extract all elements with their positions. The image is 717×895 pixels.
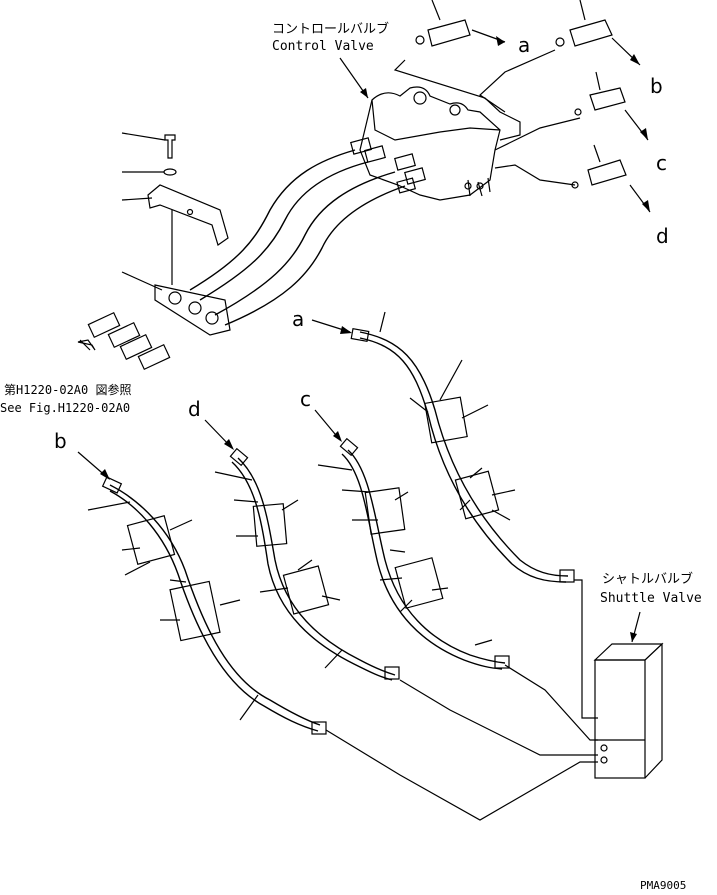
hose-label-d: d xyxy=(188,397,201,421)
reference-jp-label: 第H1220-02A0 図参照 xyxy=(4,382,131,397)
hose-label-b: b xyxy=(54,429,67,453)
port-routing-lines xyxy=(393,49,581,186)
clamp-leaders xyxy=(121,132,166,291)
shuttle-connection-lines xyxy=(325,579,598,821)
clamp-assembly xyxy=(147,134,231,336)
drawing-code: PMA9005 xyxy=(640,879,686,892)
control-valve-en-label: Control Valve xyxy=(272,39,374,54)
port-label-c: c xyxy=(656,151,667,175)
shuttle-valve-jp-label: シャトルバルブ xyxy=(602,571,693,587)
control-valve xyxy=(359,86,501,201)
port-label-d: d xyxy=(656,224,669,248)
control-valve-jp-label: コントロールバルブ xyxy=(272,21,389,37)
hose-callout-arrows xyxy=(77,319,352,480)
hose-b xyxy=(87,476,327,735)
hose-label-a: a xyxy=(292,307,304,331)
shuttle-valve-en-label: Shuttle Valve xyxy=(600,591,702,606)
hose-c xyxy=(317,437,510,670)
hose-label-c: c xyxy=(300,387,311,411)
upper-hoses xyxy=(189,149,406,326)
port-label-b: b xyxy=(650,74,663,98)
shuttle-valve xyxy=(593,611,664,779)
port-arrows xyxy=(471,29,651,213)
reference-en-label: See Fig.H1220-02A0 xyxy=(0,401,130,415)
port-fittings xyxy=(415,0,627,189)
lower-left-fittings xyxy=(77,311,171,371)
port-label-a: a xyxy=(518,33,530,57)
valve-fittings xyxy=(350,137,426,194)
hose-d xyxy=(214,447,400,681)
hose-a xyxy=(350,311,575,583)
